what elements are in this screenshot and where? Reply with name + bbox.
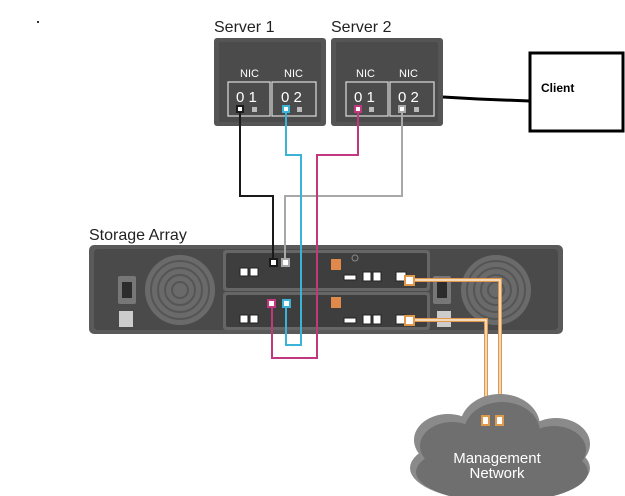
client-label: Client [541, 81, 574, 95]
server-2-nic-1-port: 0 1 [354, 89, 375, 106]
cable-server-2-nic-2 [284, 112, 403, 262]
server-1-nic-1-port: 0 1 [236, 89, 257, 106]
storage-array-label: Storage Array [89, 227, 187, 244]
cable-server-1-nic-2 [285, 112, 302, 346]
stray-dot [37, 21, 39, 23]
storage-array [89, 245, 563, 334]
server-2-port-2 [398, 105, 406, 113]
server-1-nic-2-label: NIC [284, 68, 303, 80]
server-2-title: Server 2 [331, 19, 392, 36]
server-2-nic-2-port: 0 2 [398, 89, 419, 106]
server-1: NIC NIC 0 1 0 2 [214, 38, 326, 126]
server-1-nic-1-label: NIC [240, 68, 259, 80]
right-fan [433, 255, 531, 327]
server-2-nic-1-label: NIC [356, 68, 375, 80]
server-1-port-2 [282, 105, 290, 113]
management-network-cloud [410, 394, 590, 496]
controller-top [223, 250, 430, 291]
left-fan [118, 255, 215, 327]
server-1-title: Server 1 [214, 19, 275, 36]
cable-server-1-nic-1 [239, 112, 274, 262]
cable-management-top [410, 278, 502, 420]
server-2-port-1 [354, 105, 362, 113]
server-1-port-1 [236, 105, 244, 113]
server-2: NIC NIC 0 1 0 2 [331, 38, 443, 126]
controller-bottom [223, 292, 430, 330]
cable-management-bottom [410, 318, 488, 420]
network-label-line-1: Management [453, 450, 541, 467]
client-box [528, 51, 625, 133]
server-1-nic-2-port: 0 2 [281, 89, 302, 106]
client-link [442, 95, 531, 103]
server-2-nic-2-label: NIC [399, 68, 418, 80]
network-label-line-2: Network [469, 465, 525, 482]
cable-server-2-nic-1 [271, 112, 359, 359]
